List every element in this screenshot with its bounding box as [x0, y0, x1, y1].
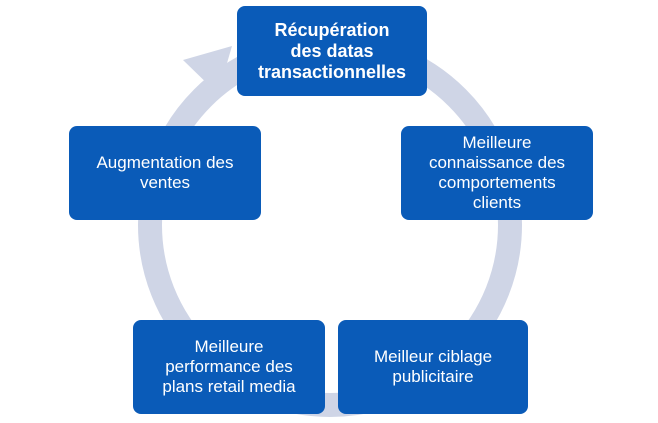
node-recuperation-datas: Récupération des datas transactionnelles [237, 6, 427, 96]
cycle-arrowhead-icon [183, 46, 232, 94]
node-ciblage-publicitaire: Meilleur ciblage publicitaire [338, 320, 528, 414]
node-ventes-label: Augmentation des ventes [96, 153, 234, 192]
node-recuperation-label: Récupération des datas transactionnelles [257, 19, 407, 82]
node-ciblage-label: Meilleur ciblage publicitaire [373, 347, 493, 386]
node-connaissance-label: Meilleure connaissance des comportements… [428, 133, 566, 212]
node-augmentation-ventes: Augmentation des ventes [69, 126, 261, 220]
node-performance-label: Meilleure performance des plans retail m… [162, 337, 296, 396]
node-connaissance-comportements: Meilleure connaissance des comportements… [401, 126, 593, 220]
node-performance-retail-media: Meilleure performance des plans retail m… [133, 320, 325, 414]
